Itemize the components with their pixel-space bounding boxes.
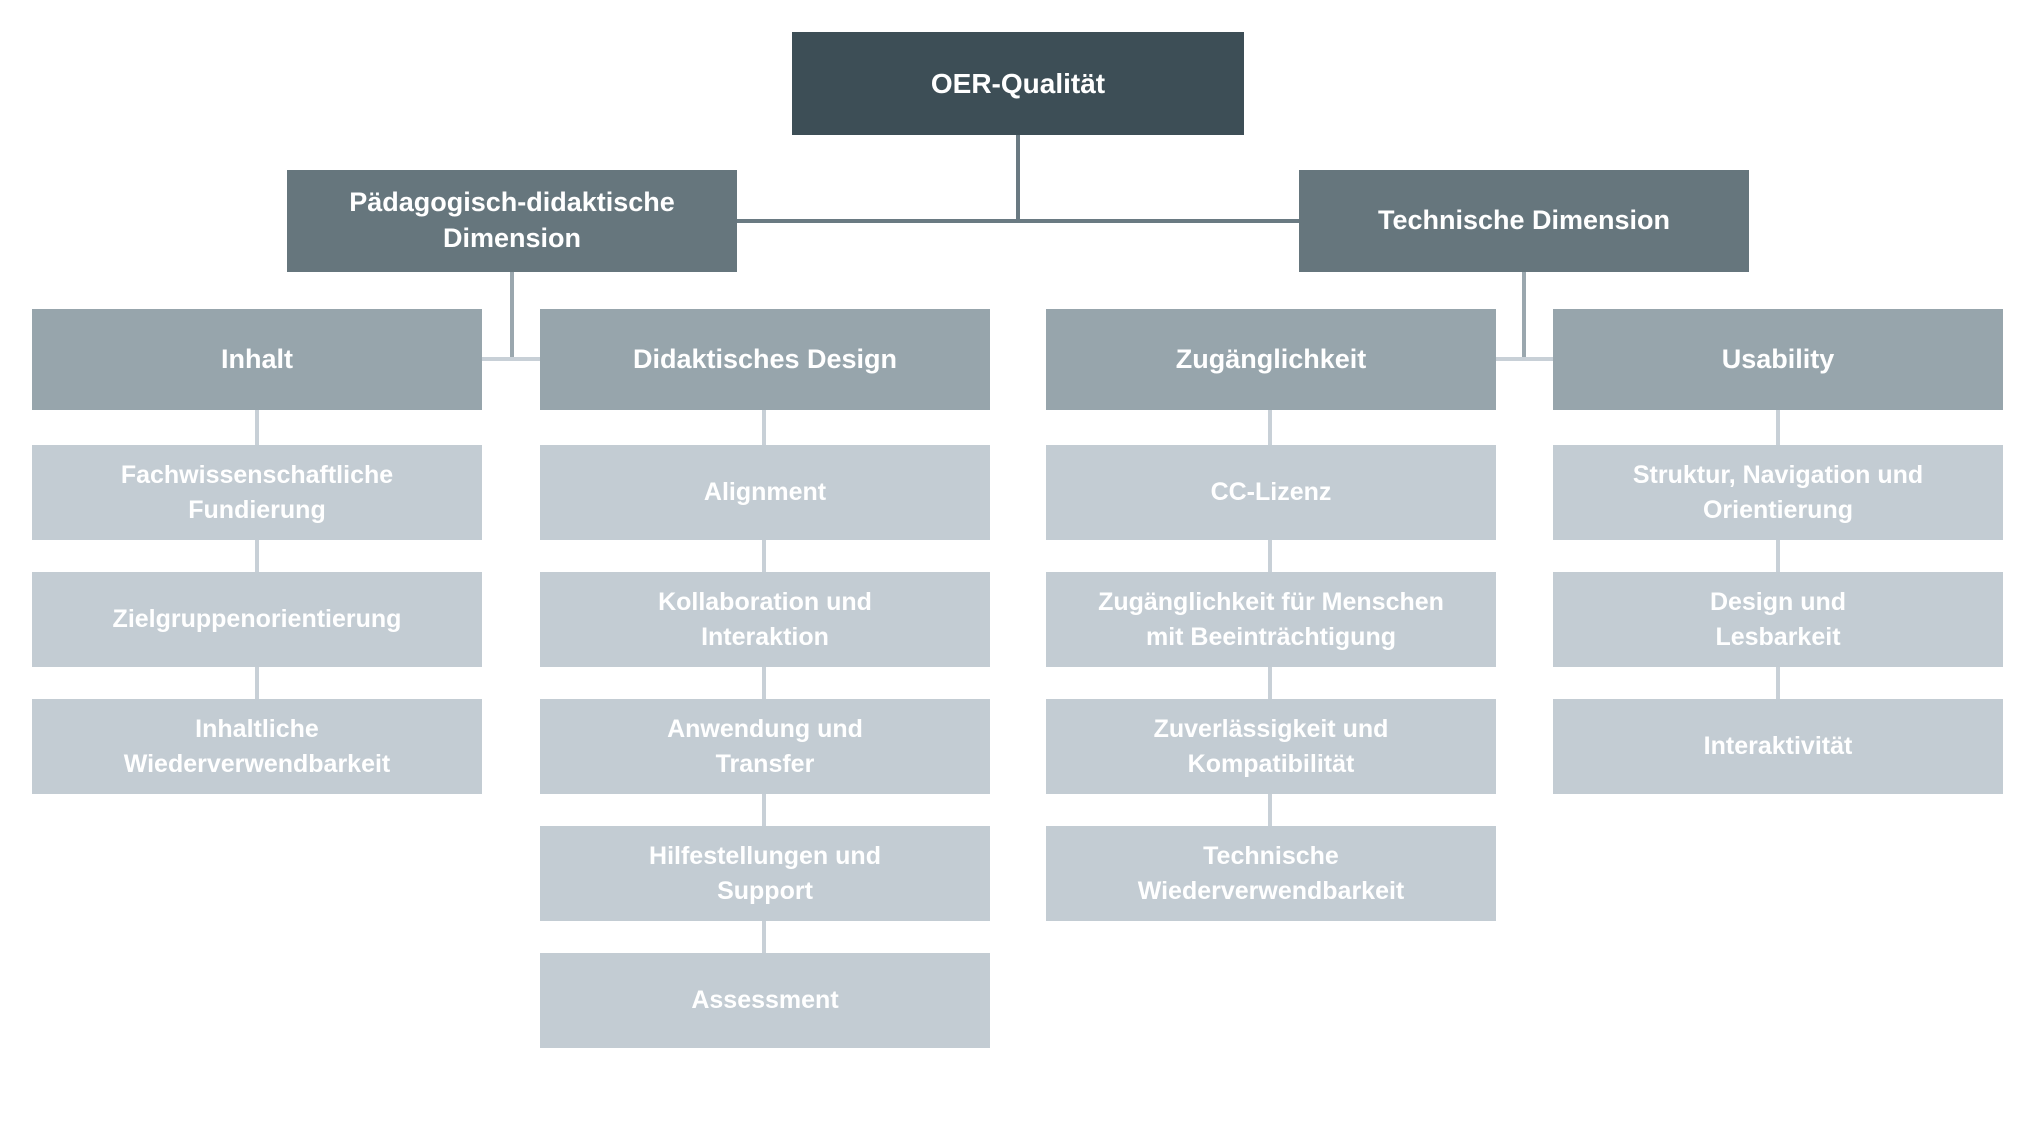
node-cc-lizenz: CC-Lizenz: [1046, 445, 1496, 540]
node-fachwissenschaftliche-fundierung: Fachwissenschaftliche Fundierung: [32, 445, 482, 540]
connector-left-dimension-stem: [510, 272, 514, 361]
node-usability: Usability: [1553, 309, 2003, 410]
node-assessment: Assessment: [540, 953, 990, 1048]
connector-col3-stem-4: [1268, 794, 1272, 826]
connector-col4-stem-3: [1776, 667, 1780, 699]
connector-col2-stem-2: [762, 540, 766, 572]
connector-col4-stem-1: [1776, 410, 1780, 445]
node-zugaenglichkeit: Zugänglichkeit: [1046, 309, 1496, 410]
connector-col2-stem-4: [762, 794, 766, 826]
node-zugaenglichkeit-menschen-beeintraechtigung: Zugänglichkeit für Menschen mit Beeinträ…: [1046, 572, 1496, 667]
node-anwendung-und-transfer: Anwendung und Transfer: [540, 699, 990, 794]
node-inhalt: Inhalt: [32, 309, 482, 410]
connector-top-horizontal: [737, 219, 1299, 223]
connector-root-stem: [1016, 135, 1020, 222]
connector-col1-stem-3: [255, 667, 259, 699]
node-design-und-lesbarkeit: Design und Lesbarkeit: [1553, 572, 2003, 667]
connector-col2-stem-5: [762, 921, 766, 953]
connector-col4-stem-2: [1776, 540, 1780, 572]
connector-right-dimension-stem: [1522, 272, 1526, 361]
node-didaktisches-design: Didaktisches Design: [540, 309, 990, 410]
node-struktur-navigation-orientierung: Struktur, Navigation und Orientierung: [1553, 445, 2003, 540]
node-inhaltliche-wiederverwendbarkeit: Inhaltliche Wiederverwendbarkeit: [32, 699, 482, 794]
node-paedagogisch-didaktische-dimension: Pädagogisch-didaktische Dimension: [287, 170, 737, 272]
connector-col1-stem-1: [255, 410, 259, 445]
connector-col3-stem-3: [1268, 667, 1272, 699]
node-hilfestellungen-und-support: Hilfestellungen und Support: [540, 826, 990, 921]
node-zielgruppenorientierung: Zielgruppenorientierung: [32, 572, 482, 667]
connector-col3-stem-2: [1268, 540, 1272, 572]
connector-col2-stem-3: [762, 667, 766, 699]
node-interaktivitaet: Interaktivität: [1553, 699, 2003, 794]
node-oer-qualitaet: OER-Qualität: [792, 32, 1244, 135]
connector-col2-stem-1: [762, 410, 766, 445]
node-kollaboration-und-interaktion: Kollaboration und Interaktion: [540, 572, 990, 667]
connector-col1-stem-2: [255, 540, 259, 572]
node-alignment: Alignment: [540, 445, 990, 540]
connector-zugaenglichkeit-usability-junction: [1496, 357, 1554, 361]
node-technische-wiederverwendbarkeit: Technische Wiederverwendbarkeit: [1046, 826, 1496, 921]
connector-inhalt-didaktisches-junction: [482, 357, 540, 361]
node-technische-dimension: Technische Dimension: [1299, 170, 1749, 272]
node-zuverlaessigkeit-und-kompatibilitaet: Zuverlässigkeit und Kompatibilität: [1046, 699, 1496, 794]
connector-col3-stem-1: [1268, 410, 1272, 445]
